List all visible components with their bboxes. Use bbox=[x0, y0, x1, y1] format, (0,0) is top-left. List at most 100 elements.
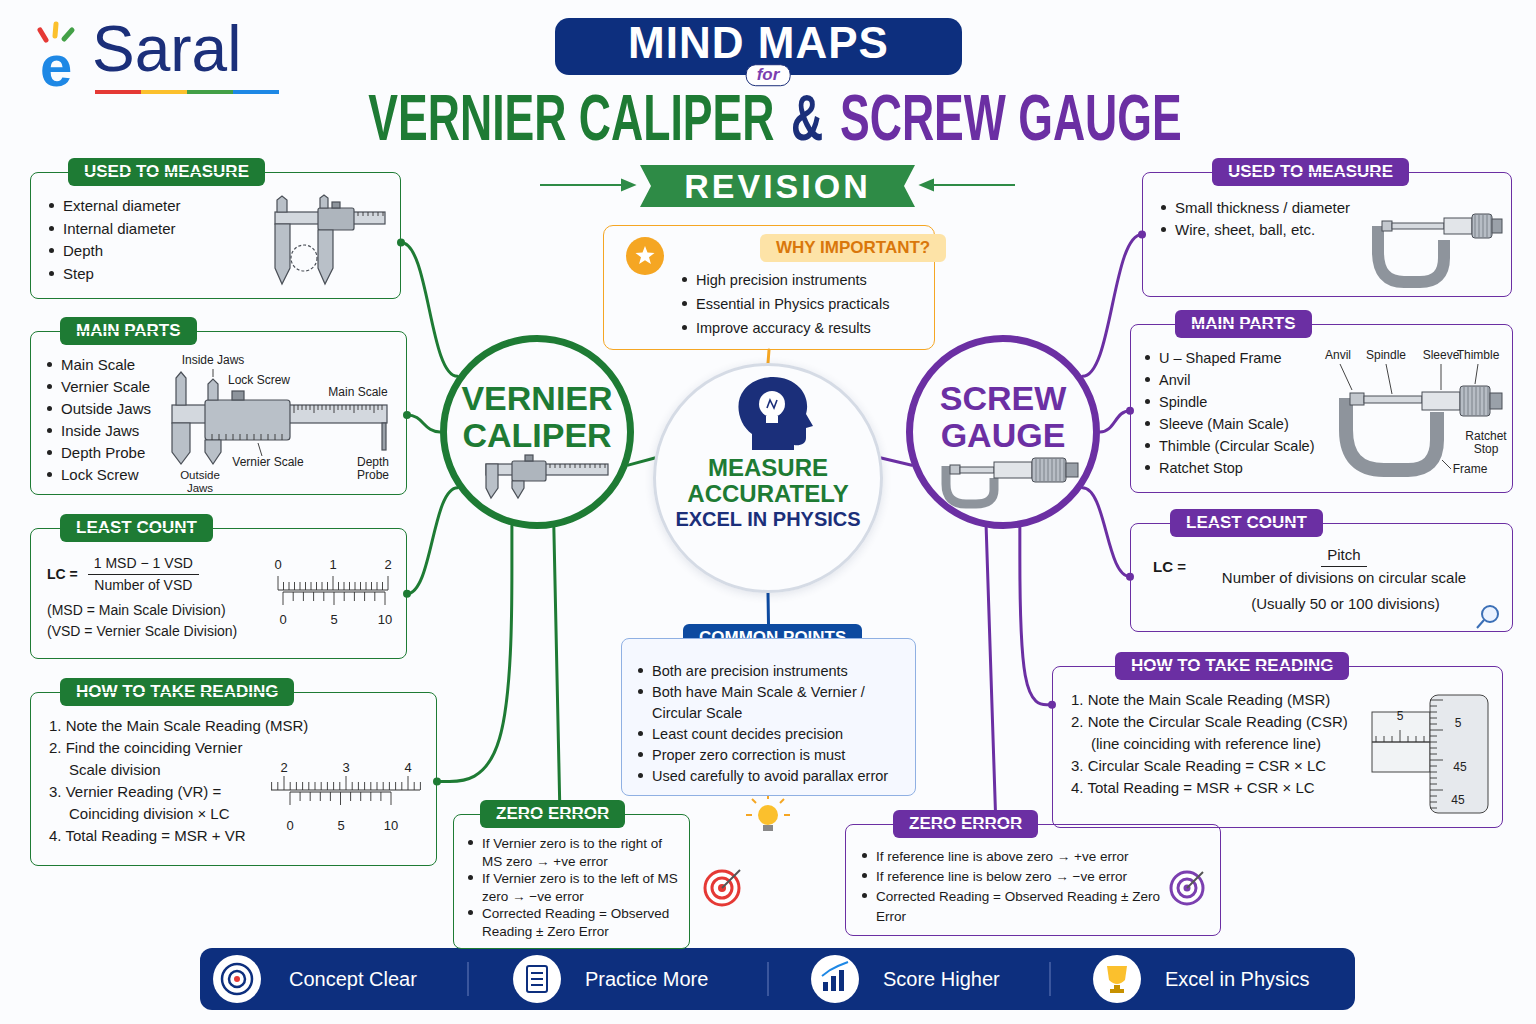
scale-ticks bbox=[302, 782, 303, 790]
step-text: 3. Vernier Reading (VR) = Coinciding div… bbox=[49, 781, 264, 825]
knurling bbox=[1480, 387, 1481, 415]
micrometer-small bbox=[1492, 219, 1502, 233]
bullet-row: Ratchet Stop bbox=[1145, 457, 1326, 479]
topic-box: USED TO MEASUREExternal diameterInternal… bbox=[30, 158, 401, 299]
scale-ticks bbox=[378, 405, 379, 410]
scale-ticks bbox=[226, 434, 227, 440]
footer-text: Practice More bbox=[585, 968, 708, 991]
branch-connector bbox=[767, 593, 771, 624]
scale-ticks bbox=[383, 212, 384, 216]
micrometer-parts-drawing bbox=[1490, 393, 1502, 409]
micrometer-small bbox=[1444, 218, 1472, 234]
vernier-reading-figure bbox=[271, 790, 420, 791]
scale-ticks bbox=[314, 405, 315, 413]
micrometer-parts-drawing bbox=[1422, 392, 1460, 410]
caliper-drawing bbox=[486, 464, 608, 475]
knurling bbox=[1488, 387, 1489, 415]
bullet-dot bbox=[47, 428, 52, 433]
scale-ticks bbox=[294, 405, 382, 413]
bullet-row: External diameter bbox=[49, 195, 250, 218]
footer-band bbox=[200, 948, 1355, 1010]
bullet-row: Sleeve (Main Scale) bbox=[1145, 413, 1326, 435]
bullet-dot bbox=[1145, 465, 1150, 470]
scale-ticks bbox=[382, 582, 383, 590]
branch-connector bbox=[554, 528, 560, 800]
leader-line bbox=[213, 369, 214, 377]
bullet-row: Used carefully to avoid parallax error bbox=[638, 766, 907, 787]
bullet-dot bbox=[468, 910, 473, 915]
leader-line bbox=[1441, 364, 1442, 390]
scale-ticks bbox=[294, 405, 295, 413]
footer-band bbox=[1049, 962, 1051, 996]
connector-dot bbox=[403, 590, 411, 598]
knurling bbox=[1483, 215, 1484, 237]
scale-ticks bbox=[326, 405, 327, 410]
footer-band bbox=[531, 972, 543, 974]
part-label: 10 bbox=[378, 613, 392, 628]
step-text: 4. Total Reading = MSR + CSR × LC bbox=[1071, 777, 1352, 799]
scale-ticks bbox=[212, 434, 213, 440]
part-label: Vernier Scale bbox=[232, 456, 303, 470]
scale-ticks bbox=[585, 464, 586, 468]
branch-connector bbox=[407, 488, 458, 594]
footer-band bbox=[839, 970, 844, 991]
part-label: 4 bbox=[404, 761, 411, 776]
scale-ticks bbox=[310, 792, 311, 801]
caliper-drawing bbox=[512, 461, 546, 481]
panel-border: U – Shaped FrameAnvilSpindleSleeve (Main… bbox=[1130, 324, 1513, 493]
footer-band bbox=[527, 966, 547, 992]
bullet-text: High precision instruments bbox=[696, 268, 867, 292]
scale-ticks bbox=[293, 592, 294, 601]
scale-ticks bbox=[1416, 736, 1417, 742]
footer-band bbox=[467, 962, 469, 996]
scale-ticks bbox=[330, 792, 331, 801]
bullet-dot bbox=[49, 248, 54, 253]
bullet-text: Step bbox=[63, 263, 94, 286]
part-label: Inside Jaws bbox=[182, 354, 245, 368]
scale-ticks bbox=[364, 782, 365, 790]
scale-ticks bbox=[1408, 736, 1409, 742]
scale-ticks bbox=[1384, 736, 1385, 742]
star-icon bbox=[626, 237, 664, 275]
footer-band bbox=[513, 955, 561, 1003]
step-text: 1. Note the Main Scale Reading (MSR) bbox=[1071, 689, 1352, 711]
bullet-dot bbox=[862, 873, 867, 878]
caliper-small bbox=[318, 230, 333, 284]
scale-ticks bbox=[290, 782, 291, 790]
bullet-dot bbox=[47, 450, 52, 455]
micrometer-small bbox=[1472, 214, 1492, 238]
bulb-icon bbox=[784, 814, 790, 816]
part-label: Ratchet Stop bbox=[1464, 430, 1508, 456]
ribbon-arrows bbox=[622, 180, 634, 190]
bullet-row: Depth Probe bbox=[47, 442, 163, 464]
scale-ticks bbox=[342, 405, 343, 410]
caliper-parts-drawing bbox=[208, 379, 218, 400]
micrometer-small bbox=[1378, 214, 1502, 282]
scale-ticks bbox=[382, 405, 383, 410]
part-label: Depth Probe bbox=[350, 456, 396, 482]
scale-ticks bbox=[358, 782, 359, 790]
bullet-dot bbox=[638, 752, 643, 757]
step-text: 2. Note the Circular Scale Reading (CSR)… bbox=[1071, 711, 1352, 755]
micrometer-parts-drawing bbox=[1460, 386, 1490, 416]
scale-ticks bbox=[275, 434, 276, 440]
knurling bbox=[1044, 459, 1045, 481]
scale-ticks bbox=[374, 405, 375, 413]
scale-ticks bbox=[268, 434, 269, 440]
scale-ticks bbox=[1430, 808, 1437, 809]
bullet-row: If reference line is below zero → −ve er… bbox=[862, 867, 1165, 887]
bullet-row: Internal diameter bbox=[49, 218, 250, 241]
bullet-row: Outside Jaws bbox=[47, 398, 163, 420]
scale-ticks bbox=[283, 592, 284, 605]
branch-connector bbox=[437, 526, 512, 782]
scale-ticks bbox=[377, 782, 378, 790]
caliper-drawing bbox=[486, 455, 608, 498]
footer-text: Concept Clear bbox=[289, 968, 417, 991]
scale-ticks bbox=[383, 782, 384, 790]
scale-ticks bbox=[310, 405, 311, 410]
branch-connector bbox=[1082, 488, 1130, 577]
scale-ticks bbox=[306, 405, 307, 410]
caliper-parts-drawing bbox=[205, 440, 221, 464]
bullet-dot bbox=[468, 840, 473, 845]
scale-ticks bbox=[366, 405, 367, 410]
